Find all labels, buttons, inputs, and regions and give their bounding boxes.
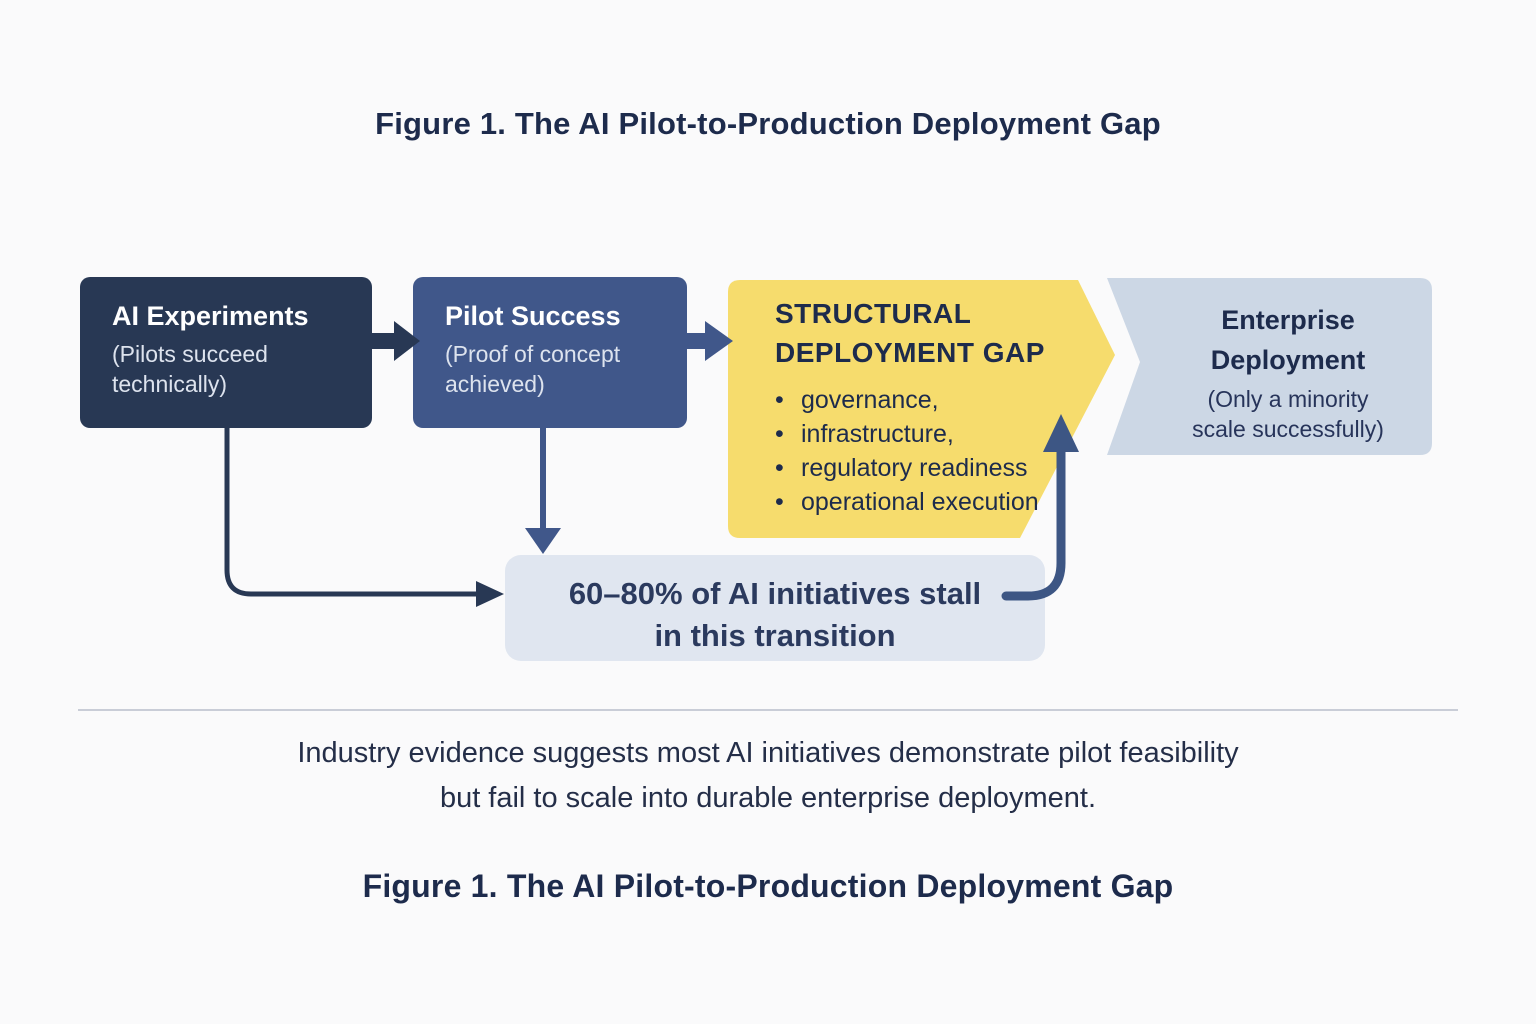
figure-caption: Industry evidence suggests most AI initi… <box>0 731 1536 821</box>
arrow-head-up-icon <box>1043 414 1079 452</box>
ai-experiments-box-shape <box>80 277 372 428</box>
enterprise-subtitle-line1: (Only a minority <box>1207 386 1369 412</box>
enterprise-subtitle: (Only a minority scale successfully) <box>1144 384 1432 444</box>
structural-gap-chevron: STRUCTURAL DEPLOYMENT GAP • governance, … <box>775 294 1075 519</box>
stall-box-shape <box>505 555 1045 661</box>
structural-gap-bullet-list: • governance, • infrastructure, • regula… <box>775 383 1075 519</box>
bullet-label: operational execution <box>801 488 1039 516</box>
enterprise-title: Enterprise Deployment <box>1144 300 1432 380</box>
bullet-icon: • <box>775 420 784 448</box>
ai-experiments-subtitle-line1: (Pilots succeed <box>112 341 268 367</box>
ai-experiments-subtitle: (Pilots succeed technically) <box>112 339 362 399</box>
bullet-label: infrastructure, <box>801 420 954 448</box>
enterprise-deployment-box: Enterprise Deployment (Only a minority s… <box>1144 300 1432 444</box>
bullet-label: governance, <box>801 386 939 414</box>
list-item: • operational execution <box>775 485 1075 519</box>
bullet-icon: • <box>775 454 784 482</box>
list-item: • regulatory readiness <box>775 451 1075 485</box>
arrow-experiments-to-stall <box>224 428 478 597</box>
bullet-label: regulatory readiness <box>801 454 1028 482</box>
list-item: • governance, <box>775 383 1075 417</box>
enterprise-title-line1: Enterprise <box>1221 305 1355 335</box>
bullet-icon: • <box>775 386 784 414</box>
pilot-success-subtitle: (Proof of concept achieved) <box>445 339 685 399</box>
pilot-success-box: Pilot Success (Proof of concept achieved… <box>445 299 685 399</box>
enterprise-title-line2: Deployment <box>1210 345 1366 375</box>
ai-experiments-box: AI Experiments (Pilots succeed technical… <box>112 299 362 399</box>
arrow-stall-to-gap <box>1001 443 1066 601</box>
enterprise-subtitle-line2: scale successfully) <box>1192 416 1384 442</box>
pilot-success-box-shape <box>413 277 687 428</box>
stall-note-box: 60–80% of AI initiatives stall in this t… <box>505 573 1045 657</box>
list-item: • infrastructure, <box>775 417 1075 451</box>
structural-gap-chevron-shape <box>728 280 1115 538</box>
pilot-success-subtitle-line1: (Proof of concept <box>445 341 621 367</box>
arrow-right-icon <box>370 321 420 361</box>
arrow-head-down-icon <box>525 528 561 554</box>
stall-note-line2: in this transition <box>654 618 896 653</box>
caption-line2: but fail to scale into durable enterpris… <box>439 782 1097 814</box>
structural-gap-title-line1: STRUCTURAL <box>775 298 972 329</box>
enterprise-box-shape <box>1107 278 1432 455</box>
pilot-success-title: Pilot Success <box>445 301 621 331</box>
figure-title-bottom: Figure 1. The AI Pilot-to-Production Dep… <box>362 868 1174 904</box>
ai-experiments-title: AI Experiments <box>112 301 309 331</box>
stall-note-line1: 60–80% of AI initiatives stall <box>568 576 982 611</box>
arrow-head-right-icon <box>476 581 504 607</box>
structural-gap-title: STRUCTURAL DEPLOYMENT GAP <box>775 294 1075 372</box>
ai-experiments-subtitle-line2: technically) <box>112 371 228 397</box>
figure-title-top: Figure 1. The AI Pilot-to-Production Dep… <box>375 106 1161 141</box>
structural-gap-title-line2: DEPLOYMENT GAP <box>775 337 1045 368</box>
arrow-right-icon <box>683 321 733 361</box>
caption-line1: Industry evidence suggests most AI initi… <box>297 737 1239 769</box>
pilot-success-subtitle-line2: achieved) <box>445 371 545 397</box>
bullet-icon: • <box>775 488 784 516</box>
